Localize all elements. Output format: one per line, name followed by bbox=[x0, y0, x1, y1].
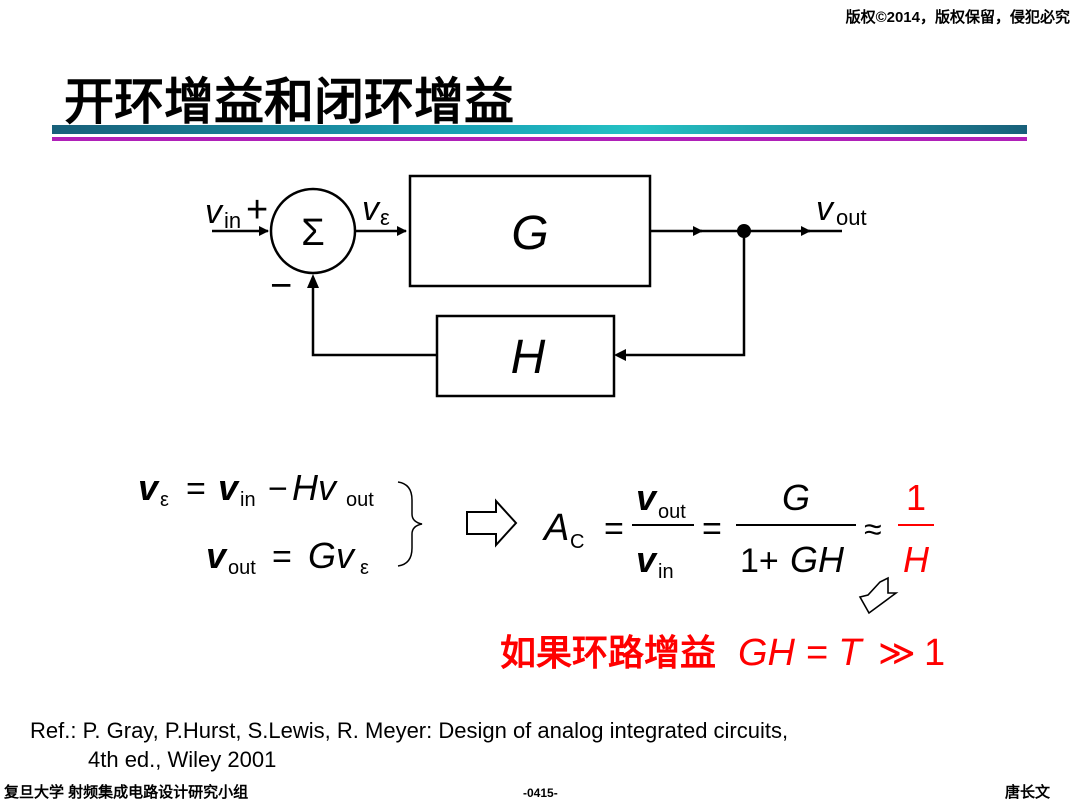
loop-gain-condition: 如果环路增益 GH = T ≫ 1 bbox=[500, 632, 945, 674]
copyright-notice: 版权©2014，版权保留，侵犯必究 bbox=[845, 9, 1070, 26]
error-sub-label: ε bbox=[380, 205, 390, 230]
ac-symbol: A bbox=[542, 507, 569, 549]
condition-one: 1 bbox=[924, 632, 945, 674]
eq2-eq: = bbox=[272, 538, 292, 576]
frac2-num: G bbox=[782, 477, 810, 518]
frac2-den-pre: 1+ bbox=[740, 542, 779, 580]
pointer-arrow-icon bbox=[858, 576, 899, 615]
feedback-line-right bbox=[624, 231, 746, 357]
input-sub-label: in bbox=[224, 208, 241, 233]
equals-2: = bbox=[702, 510, 722, 548]
right-brace bbox=[397, 481, 423, 567]
title-underline-bar bbox=[52, 125, 1027, 134]
eq2-out: out bbox=[228, 557, 256, 579]
footer-organization: 复旦大学 射频集成电路设计研究小组 bbox=[4, 784, 249, 801]
eq1-sub: ε bbox=[160, 489, 169, 511]
reference-line-1: Ref.: P. Gray, P.Hurst, S.Lewis, R. Meye… bbox=[30, 718, 789, 743]
output-sub-label: out bbox=[836, 205, 867, 230]
title-underline-accent bbox=[52, 137, 1027, 141]
footer-author: 唐长文 bbox=[1004, 784, 1050, 801]
equals-1: = bbox=[604, 510, 624, 548]
block-h-label: H bbox=[511, 331, 546, 384]
reference-line-2: 4th ed., Wiley 2001 bbox=[88, 747, 277, 772]
output-v-label: v bbox=[816, 190, 835, 228]
eq2-v: v bbox=[206, 535, 228, 576]
reference-citation: Ref.: P. Gray, P.Hurst, S.Lewis, R. Meye… bbox=[30, 716, 788, 774]
condition-text: 如果环路增益 bbox=[500, 632, 716, 674]
input-v-label: v bbox=[205, 193, 224, 231]
block-g-label: G bbox=[511, 207, 548, 260]
system-equations: v ε = v in − Hv out v out = Gv ε bbox=[138, 467, 423, 579]
eq1-v: v bbox=[138, 467, 160, 508]
frac3-num: 1 bbox=[906, 477, 926, 518]
frac3-den: H bbox=[903, 539, 930, 580]
frac2-den: GH bbox=[790, 539, 845, 580]
frac1-den-sub: in bbox=[658, 561, 674, 583]
closed-loop-gain-equation: A C = v out v in = G 1+ GH ≈ 1 H bbox=[542, 477, 934, 583]
condition-math: GH = T bbox=[738, 632, 864, 674]
eq1-vin: v bbox=[218, 467, 240, 508]
sigma-symbol: Σ bbox=[301, 212, 325, 254]
block-diagram: Σ G H v in + − v ε v out bbox=[205, 174, 867, 398]
footer-page-number: -0415- bbox=[523, 786, 558, 800]
eq1-in: in bbox=[240, 489, 256, 511]
eq2-gv: Gv bbox=[308, 535, 356, 576]
condition-gg: ≫ bbox=[878, 632, 916, 673]
plus-sign: + bbox=[246, 189, 268, 231]
error-v-label: v bbox=[362, 190, 381, 228]
frac1-num-sub: out bbox=[658, 501, 686, 523]
feedback-line-left bbox=[311, 284, 437, 357]
approx-sign: ≈ bbox=[864, 511, 882, 547]
frac1-den-v: v bbox=[636, 539, 658, 580]
implies-arrow-icon bbox=[466, 498, 518, 548]
eq1-out: out bbox=[346, 489, 374, 511]
frac1-num-v: v bbox=[636, 477, 658, 518]
ac-subscript: C bbox=[570, 531, 584, 553]
eq1-hv: Hv bbox=[292, 467, 338, 508]
slide-title: 开环增益和闭环增益 bbox=[64, 72, 514, 131]
eq1-minus: − bbox=[268, 470, 288, 508]
eq2-sub: ε bbox=[360, 557, 369, 579]
minus-sign: − bbox=[270, 265, 292, 307]
eq1-eq: = bbox=[186, 470, 206, 508]
